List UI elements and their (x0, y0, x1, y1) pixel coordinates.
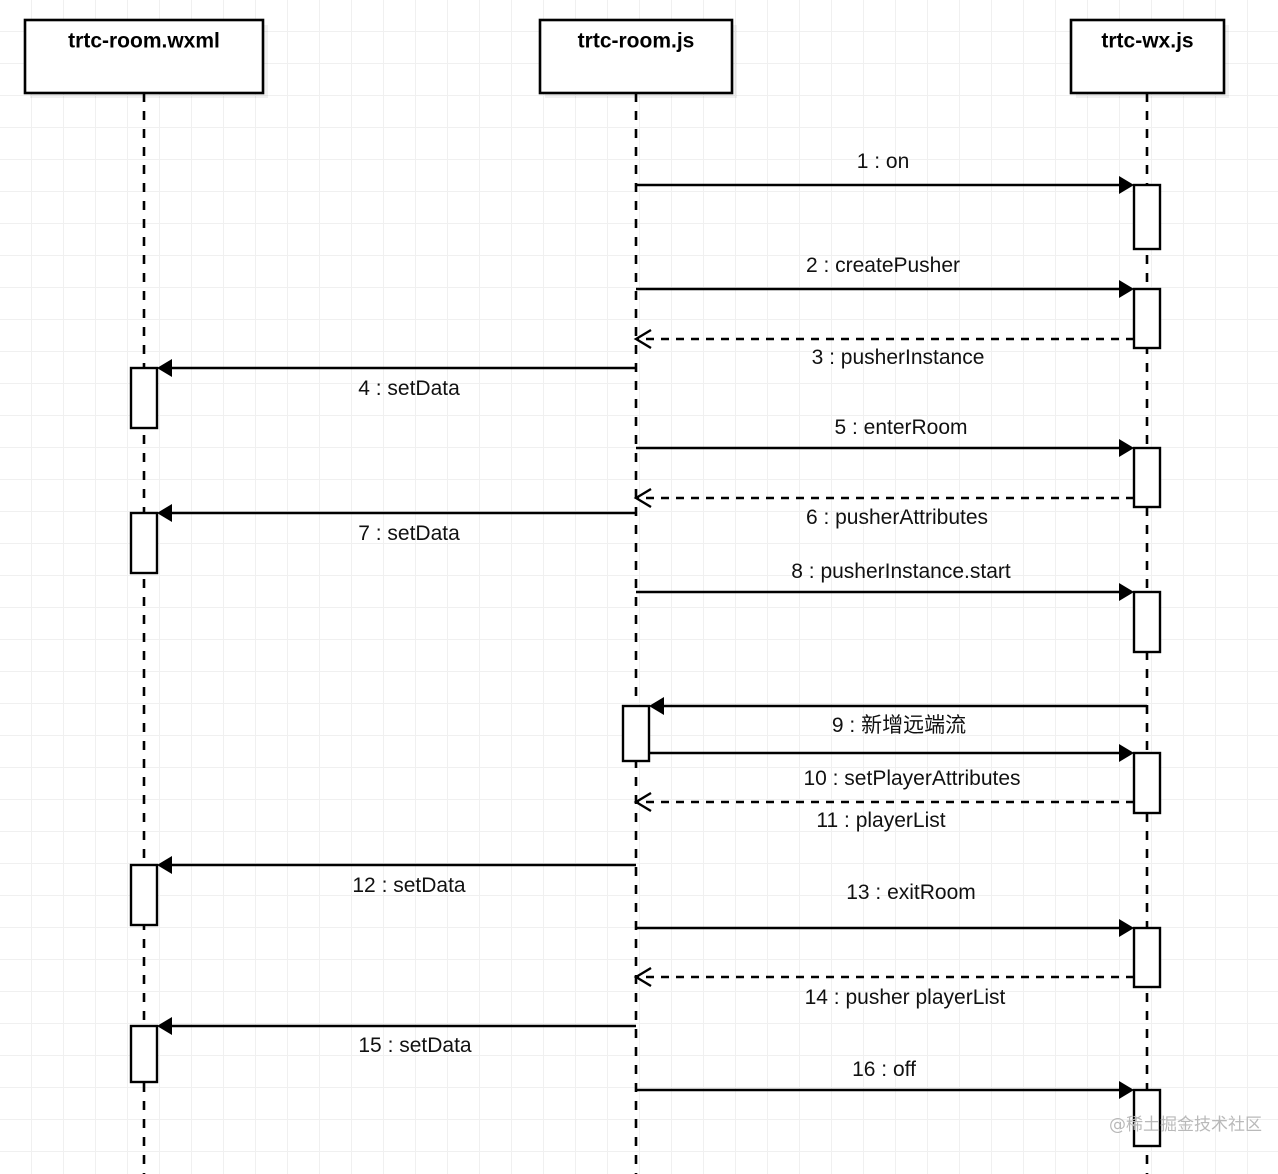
message-label: 7 : setData (358, 522, 460, 545)
message-label: 11 : playerList (816, 809, 945, 832)
arrowhead-filled-icon (1119, 744, 1134, 762)
activation-bar (1132, 446, 1162, 509)
message-9: 9 : 新增远端流 (649, 697, 1147, 737)
arrowhead-open-icon (633, 966, 652, 988)
participant-label: trtc-room.wxml (68, 30, 220, 53)
arrowhead-filled-icon (1119, 280, 1134, 298)
message-11: 11 : playerList (633, 791, 1134, 832)
activation-bar (1132, 590, 1162, 654)
activation-bar (1132, 287, 1162, 350)
message-label: 9 : 新增远端流 (832, 714, 966, 737)
activation-bar (1132, 1088, 1162, 1148)
activations-layer (129, 183, 1162, 1148)
message-label: 5 : enterRoom (834, 416, 967, 439)
activation-bar (129, 511, 159, 575)
message-14: 14 : pusher playerList (633, 966, 1134, 1009)
message-label: 13 : exitRoom (846, 881, 976, 904)
message-13: 13 : exitRoom (636, 881, 1134, 937)
activation-bar (129, 366, 159, 430)
message-label: 4 : setData (358, 377, 460, 400)
participant-wxjs[interactable]: trtc-wx.js (1069, 18, 1229, 98)
message-8: 8 : pusherInstance.start (636, 560, 1134, 601)
arrowhead-open-icon (633, 328, 652, 350)
activation-bar (129, 863, 159, 927)
arrowhead-filled-icon (649, 697, 664, 715)
arrowhead-filled-icon (1119, 176, 1134, 194)
message-2: 2 : createPusher (636, 254, 1134, 298)
activation-bar (129, 1024, 159, 1084)
participant-label: trtc-room.js (578, 30, 695, 53)
arrowhead-filled-icon (157, 1017, 172, 1035)
participant-box[interactable] (538, 18, 734, 95)
message-5: 5 : enterRoom (636, 416, 1134, 457)
message-label: 12 : setData (352, 874, 466, 897)
messages-layer: 1 : on 2 : createPusher 3 : pusherInstance… (157, 150, 1147, 1099)
arrowhead-open-icon (633, 791, 652, 813)
participant-roomjs[interactable]: trtc-room.js (538, 18, 737, 98)
watermark-text: @稀土掘金技术社区 (1109, 1115, 1262, 1135)
arrowhead-filled-icon (1119, 1081, 1134, 1099)
activation-bar (1132, 926, 1162, 989)
participants-layer: trtc-room.wxml trtc-room.js trtc-wx.js (23, 18, 1229, 98)
activation-bar (621, 704, 651, 763)
arrowhead-filled-icon (157, 359, 172, 377)
arrowhead-filled-icon (1119, 439, 1134, 457)
message-6: 6 : pusherAttributes (633, 487, 1134, 529)
message-7: 7 : setData (157, 504, 636, 545)
message-label: 6 : pusherAttributes (806, 506, 988, 529)
participant-label: trtc-wx.js (1101, 30, 1193, 53)
message-label: 10 : setPlayerAttributes (803, 767, 1020, 790)
message-label: 14 : pusher playerList (805, 986, 1006, 1009)
arrowhead-filled-icon (1119, 583, 1134, 601)
message-label: 3 : pusherInstance (812, 346, 985, 369)
arrowhead-open-icon (633, 487, 652, 509)
participant-wxml[interactable]: trtc-room.wxml (23, 18, 268, 98)
message-label: 8 : pusherInstance.start (791, 560, 1011, 583)
arrowhead-filled-icon (1119, 919, 1134, 937)
message-16: 16 : off (636, 1058, 1134, 1099)
message-1: 1 : on (636, 150, 1134, 194)
message-label: 2 : createPusher (806, 254, 960, 277)
message-12: 12 : setData (157, 856, 636, 897)
lifelines-layer (142, 93, 1149, 1174)
message-3: 3 : pusherInstance (633, 328, 1134, 369)
activation-bar (1132, 183, 1162, 251)
arrowhead-filled-icon (157, 856, 172, 874)
message-label: 1 : on (857, 150, 910, 173)
participant-box[interactable] (23, 18, 265, 95)
participant-box[interactable] (1069, 18, 1226, 95)
message-label: 15 : setData (358, 1034, 472, 1057)
activation-bar (1132, 751, 1162, 815)
message-10: 10 : setPlayerAttributes (649, 744, 1134, 790)
message-label: 16 : off (852, 1058, 916, 1081)
message-15: 15 : setData (157, 1017, 636, 1057)
arrowhead-filled-icon (157, 504, 172, 522)
message-4: 4 : setData (157, 359, 636, 400)
